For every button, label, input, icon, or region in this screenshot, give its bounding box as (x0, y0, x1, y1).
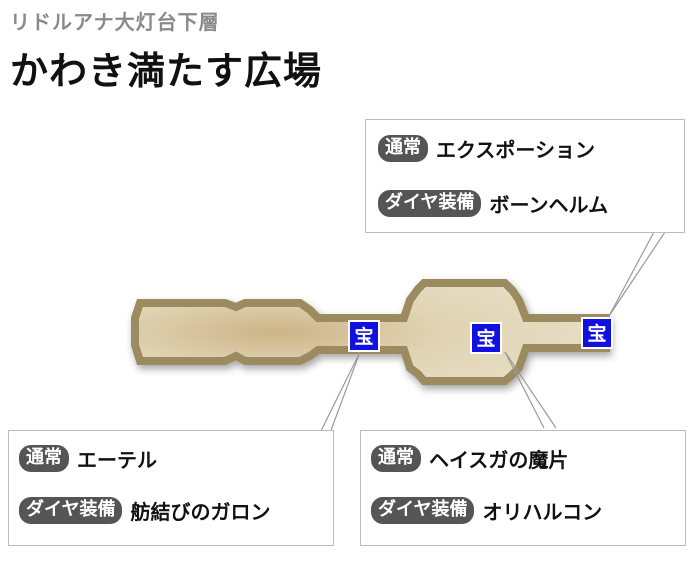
treasure-chest-left[interactable]: 宝 (348, 320, 380, 352)
connector-line (329, 351, 361, 434)
treasure-chest-right[interactable]: 宝 (581, 317, 613, 349)
connector-line (504, 351, 545, 429)
chest-label: 宝 (587, 322, 606, 345)
normal-tag: 通常 (378, 135, 428, 162)
area-name: リドルアナ大灯台下層 (10, 10, 220, 34)
chest-label: 宝 (354, 325, 373, 348)
normal-item: ヘイスガの魔片 (429, 448, 569, 472)
page-title: かわき満たす広場 (10, 49, 323, 93)
normal-tag: 通常 (19, 445, 69, 472)
treasure-chest-middle[interactable]: 宝 (470, 322, 502, 354)
connector-line (504, 351, 557, 429)
normal-tag: 通常 (371, 445, 421, 472)
connector-line (319, 351, 361, 434)
chest-label: 宝 (476, 327, 495, 350)
diamond-item: ボーンヘルム (489, 193, 609, 217)
callout-top-right: 通常 エクスポーション ダイヤ装備 ボーンヘルム (365, 119, 685, 233)
diamond-item: 舫結びのガロン (130, 500, 271, 524)
connector-line (608, 231, 655, 317)
callout-bottom-right: 通常 ヘイスガの魔片 ダイヤ装備 オリハルコン (360, 430, 686, 546)
diamond-tag: ダイヤ装備 (371, 497, 475, 524)
diamond-tag: ダイヤ装備 (19, 497, 123, 524)
normal-item: エーテル (77, 448, 157, 472)
normal-item: エクスポーション (436, 138, 595, 162)
callout-bottom-left: 通常 エーテル ダイヤ装備 舫結びのガロン (8, 430, 334, 546)
diamond-tag: ダイヤ装備 (378, 190, 482, 217)
connector-line (608, 231, 666, 317)
diamond-item: オリハルコン (482, 500, 603, 524)
